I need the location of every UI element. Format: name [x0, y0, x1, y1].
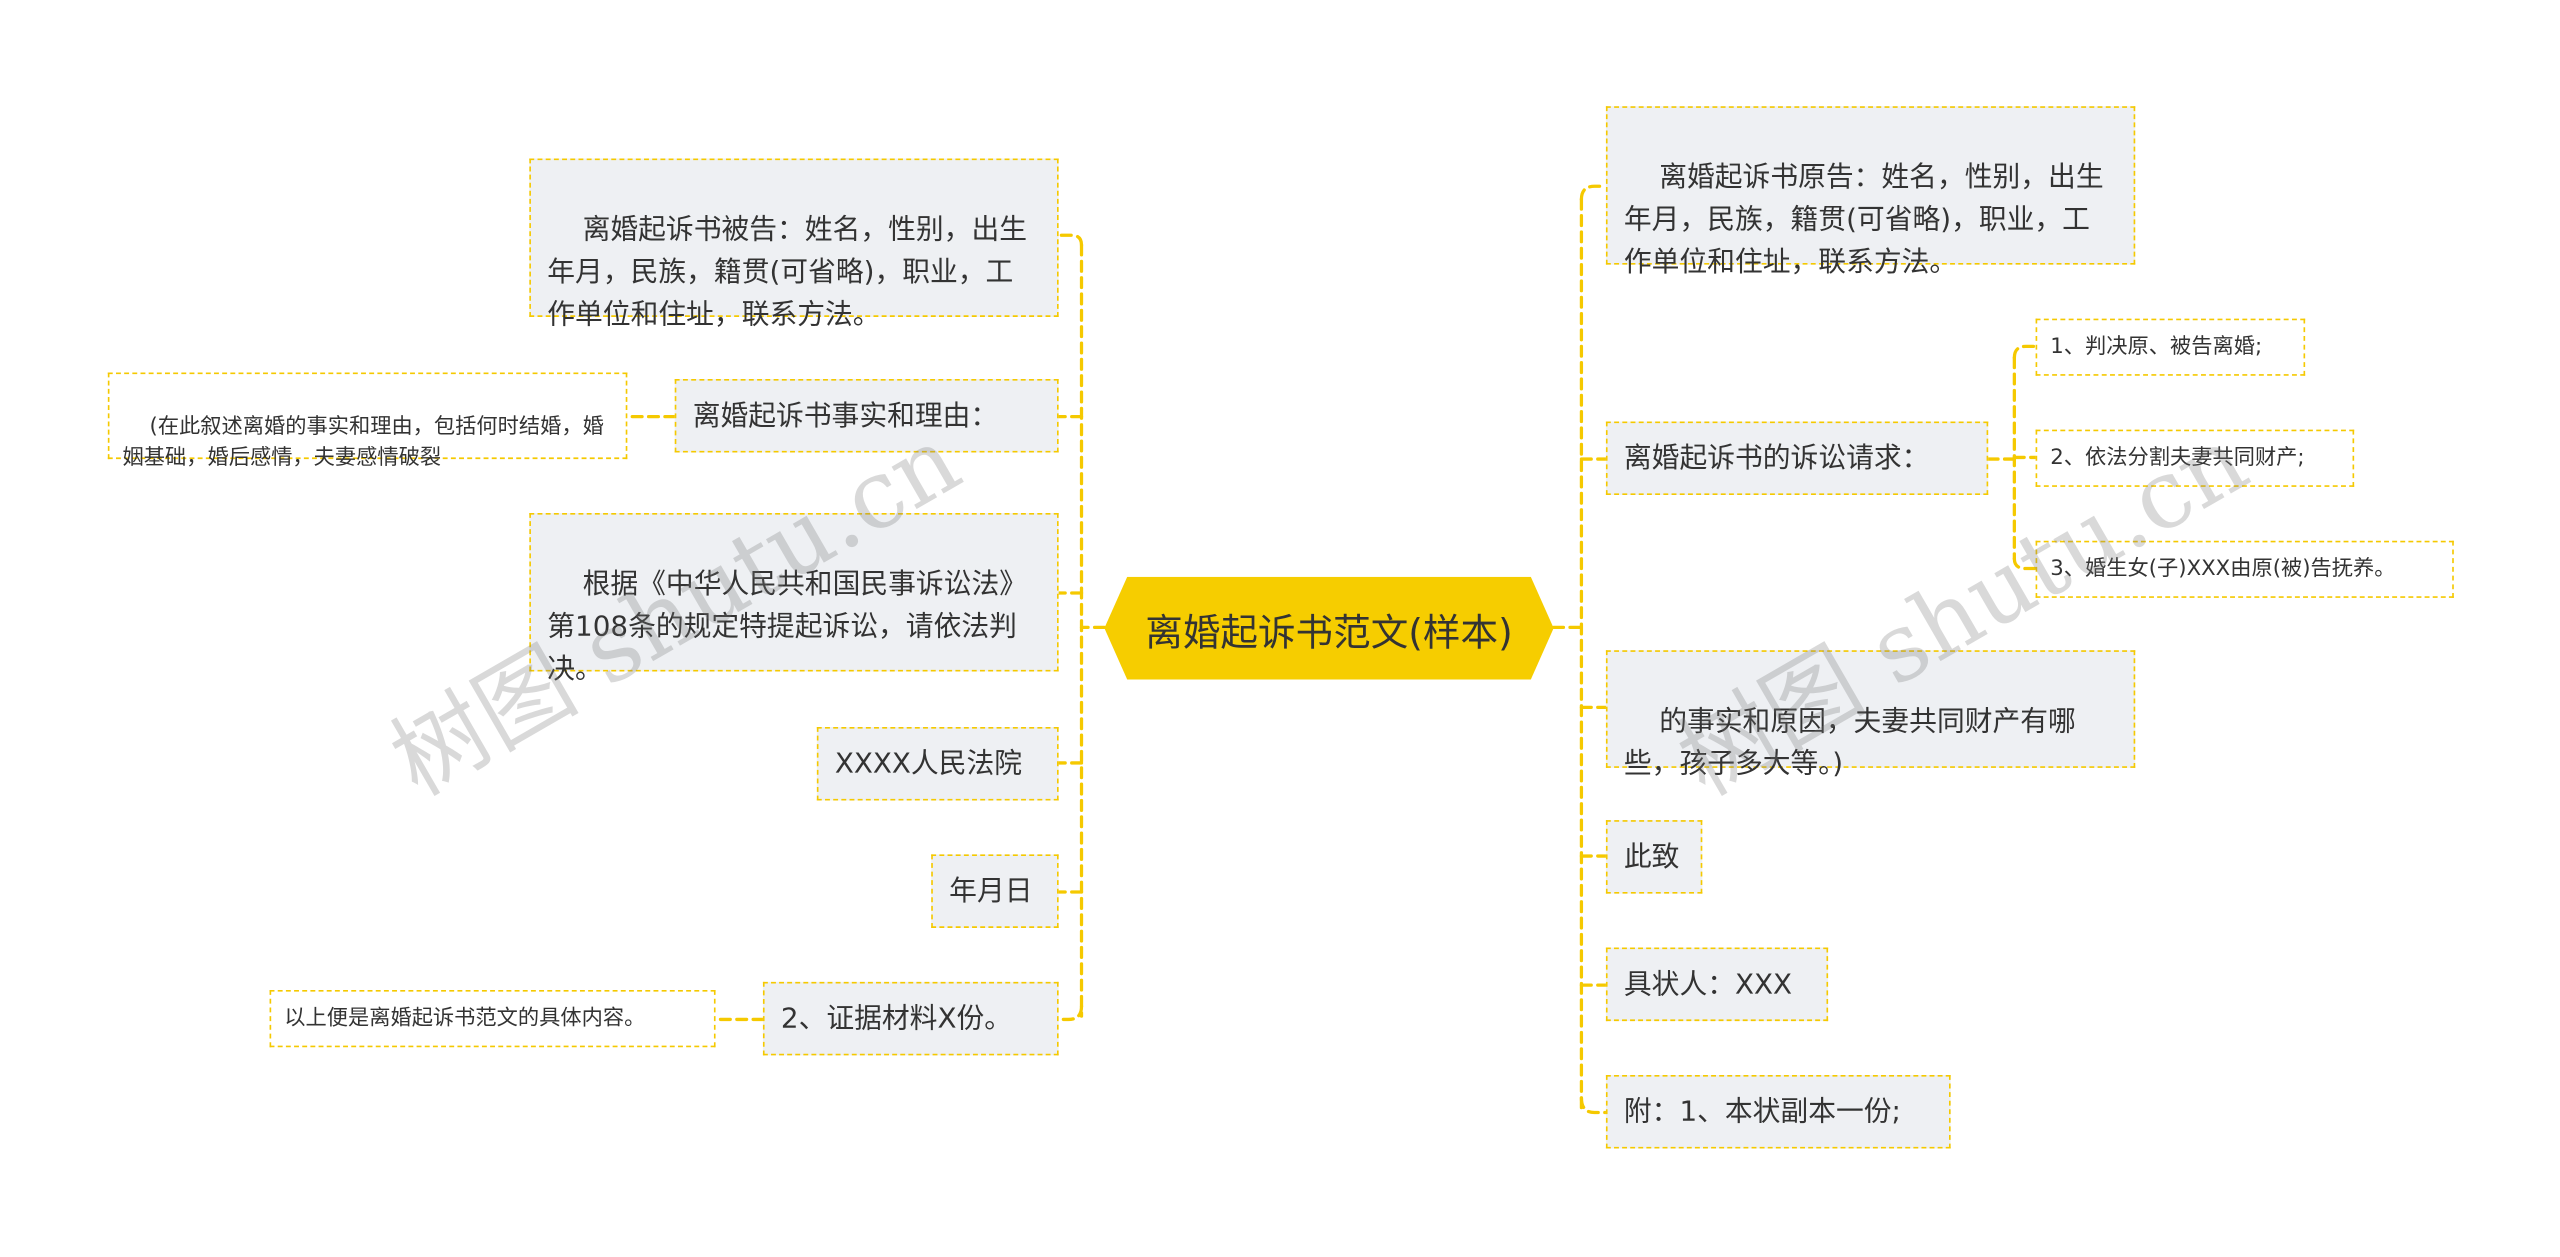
node-claim-1[interactable]: 1、判决原、被告离婚; — [2035, 318, 2306, 376]
node-facts-note-text: (在此叙述离婚的事实和理由，包括何时结婚，婚姻基础，婚后感情，夫妻感情破裂 — [122, 414, 604, 471]
node-legal-basis[interactable]: 根据《中华人民共和国民事诉讼法》第108条的规定特提起诉讼，请依法判决。 — [529, 512, 1059, 686]
root-label: 离婚起诉书范文(样本) — [1145, 611, 1513, 655]
node-salutation-text: 此致 — [1623, 840, 1680, 874]
node-defendant[interactable]: 离婚起诉书被告：姓名，性别，出生年月，民族，籍贯(可省略)，职业，工作单位和住址… — [529, 158, 1059, 332]
node-evidence-text: 2、证据材料X份。 — [780, 1002, 1013, 1035]
node-attachment-text: 附：1、本状副本一份; — [1623, 1095, 1901, 1129]
node-defendant-text: 离婚起诉书被告：姓名，性别，出生年月，民族，籍贯(可省略)，职业，工作单位和住址… — [547, 214, 1027, 332]
node-claims-title[interactable]: 离婚起诉书的诉讼请求： — [1605, 421, 1989, 496]
node-petitioner-text: 具状人：XXX — [1623, 967, 1793, 1001]
node-facts-title-text: 离婚起诉书事实和理由： — [692, 399, 999, 433]
node-claim-2-text: 2、依法分割夫妻共同财产; — [2050, 446, 2305, 471]
node-date-text: 年月日 — [949, 874, 1033, 908]
node-plaintiff-text: 离婚起诉书原告：姓名，性别，出生年月，民族，籍贯(可省略)，职业，工作单位和住址… — [1623, 161, 2104, 280]
node-attachment[interactable]: 附：1、本状副本一份; — [1605, 1074, 1951, 1149]
node-claims-title-text: 离婚起诉书的诉讼请求： — [1623, 441, 1930, 475]
node-legal-basis-text: 根据《中华人民共和国民事诉讼法》第108条的规定特提起诉讼，请依法判决。 — [547, 568, 1027, 687]
node-facts-note[interactable]: (在此叙述离婚的事实和理由，包括何时结婚，婚姻基础，婚后感情，夫妻感情破裂 — [107, 372, 628, 471]
node-facts-continued-text: 的事实和原因，夫妻共同财产有哪些，孩子多大等。) — [1623, 705, 2076, 781]
node-claim-2[interactable]: 2、依法分割夫妻共同财产; — [2035, 429, 2355, 487]
node-claim-3[interactable]: 3、婚生女(子)XXX由原(被)告抚养。 — [2035, 540, 2454, 598]
node-court[interactable]: XXXX人民法院 — [816, 726, 1059, 801]
node-petitioner[interactable]: 具状人：XXX — [1605, 947, 1829, 1022]
root-node[interactable]: 离婚起诉书范文(样本) — [1104, 577, 1553, 680]
node-date[interactable]: 年月日 — [931, 854, 1059, 928]
node-court-text: XXXX人民法院 — [834, 747, 1023, 781]
node-facts-continued[interactable]: 的事实和原因，夫妻共同财产有哪些，孩子多大等。) — [1605, 650, 2136, 781]
node-evidence-note[interactable]: 以上便是离婚起诉书范文的具体内容。 — [269, 990, 716, 1048]
node-plaintiff[interactable]: 离婚起诉书原告：姓名，性别，出生年月，民族，籍贯(可省略)，职业，工作单位和住址… — [1605, 106, 2136, 279]
node-evidence[interactable]: 2、证据材料X份。 — [762, 981, 1059, 1056]
node-evidence-note-text: 以上便是离婚起诉书范文的具体内容。 — [284, 1006, 646, 1031]
node-claim-1-text: 1、判决原、被告离婚; — [2050, 334, 2263, 360]
node-salutation[interactable]: 此致 — [1605, 820, 1703, 894]
node-facts-title[interactable]: 离婚起诉书事实和理由： — [674, 379, 1059, 453]
node-claim-3-text: 3、婚生女(子)XXX由原(被)告抚养。 — [2050, 557, 2396, 582]
